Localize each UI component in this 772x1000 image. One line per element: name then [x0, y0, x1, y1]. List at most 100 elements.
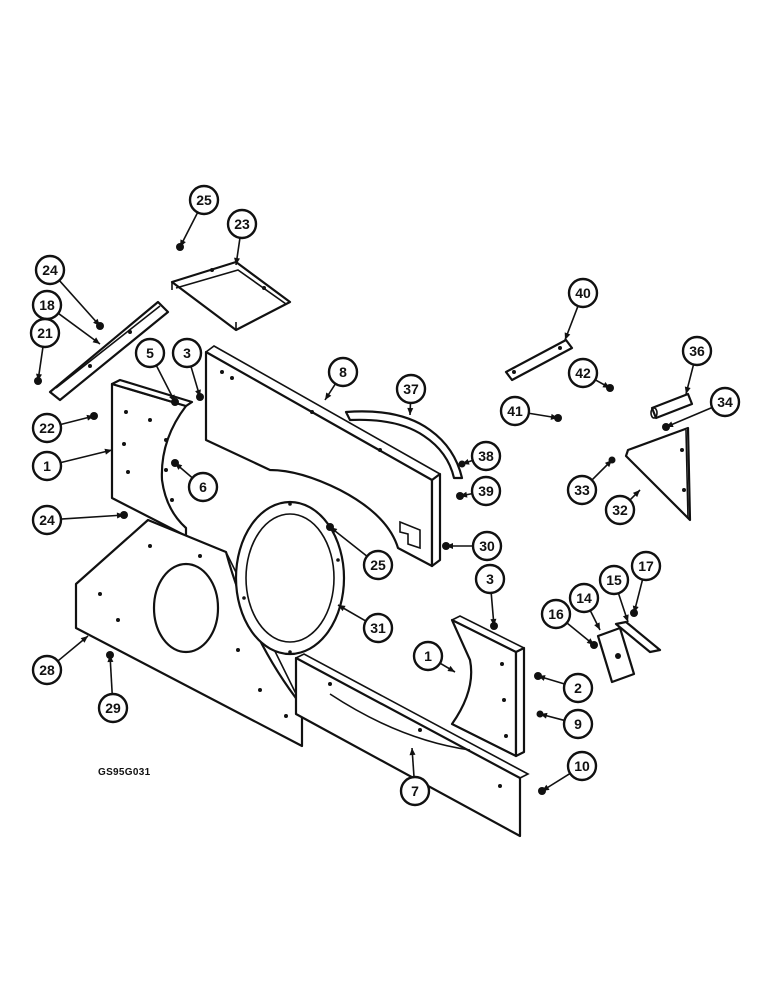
callout-label: 22 — [39, 420, 55, 436]
callout-36: 36 — [681, 335, 713, 395]
callout-arrowhead — [195, 389, 201, 397]
part-rail-7 — [294, 653, 530, 838]
callout-16: 16 — [540, 598, 595, 646]
callout-label: 24 — [42, 262, 58, 278]
callout-label: 6 — [199, 479, 207, 495]
callout-arrowhead — [409, 748, 416, 756]
callout-balloon — [681, 335, 713, 367]
callout-arrowhead — [602, 381, 610, 388]
callout-42: 42 — [567, 357, 611, 389]
callout-31: 31 — [337, 604, 394, 644]
callout-balloon — [470, 440, 502, 472]
callout-balloon — [134, 337, 166, 369]
callout-leader — [665, 406, 713, 428]
callout-balloon — [29, 317, 61, 349]
callout-arrowhead — [462, 458, 470, 465]
callout-arrowhead — [446, 543, 453, 549]
callout-balloon — [499, 395, 531, 427]
callout-arrowhead — [180, 239, 186, 247]
callout-34: 34 — [665, 386, 741, 428]
callout-balloon — [327, 356, 359, 388]
callout-balloon — [395, 373, 427, 405]
callout-label: 3 — [486, 571, 494, 587]
callout-balloon — [171, 337, 203, 369]
callout-arrowhead — [80, 636, 88, 643]
callout-label: 36 — [689, 343, 705, 359]
callout-arrowhead — [325, 392, 332, 400]
callout-30: 30 — [446, 530, 503, 562]
callout-label: 18 — [39, 297, 55, 313]
callout-label: 30 — [479, 538, 495, 554]
callout-3: 3 — [474, 563, 506, 627]
callout-label: 9 — [574, 716, 582, 732]
callout-2: 2 — [537, 672, 594, 704]
callout-balloon — [604, 494, 636, 526]
callout-5: 5 — [134, 337, 176, 403]
callout-balloon — [31, 654, 63, 686]
callout-label: 28 — [39, 662, 55, 678]
callout-label: 34 — [717, 394, 733, 410]
callout-balloon — [412, 640, 444, 672]
callout-arrowhead — [169, 394, 175, 402]
callout-arrowhead — [338, 605, 346, 612]
part-rod-36 — [650, 392, 694, 420]
callout-label: 10 — [574, 758, 590, 774]
callout-arrowhead — [632, 605, 639, 613]
callout-21: 21 — [29, 317, 61, 382]
callout-label: 1 — [424, 648, 432, 664]
callout-arrowhead — [666, 421, 674, 428]
part-plate-14 — [596, 626, 636, 684]
callout-balloon — [31, 504, 63, 536]
callout-label: 29 — [105, 700, 121, 716]
callout-arrowhead — [460, 491, 468, 498]
callout-1: 1 — [412, 640, 456, 673]
part-ring-31 — [234, 500, 346, 656]
part-plate-32 — [624, 426, 692, 522]
callout-label: 41 — [507, 403, 523, 419]
callout-leader — [60, 449, 113, 464]
callout-leader — [60, 514, 125, 520]
callout-25: 25 — [329, 526, 394, 581]
callout-label: 14 — [576, 590, 592, 606]
part-tray-23 — [170, 260, 292, 332]
callout-arrowhead — [36, 373, 42, 381]
callout-37: 37 — [395, 373, 427, 416]
callout-3: 3 — [171, 337, 203, 398]
callout-balloon — [567, 357, 599, 389]
drawing-code: GS95G031 — [98, 767, 151, 778]
callout-10: 10 — [541, 750, 598, 792]
callout-balloon — [362, 549, 394, 581]
callout-8: 8 — [324, 356, 359, 401]
callout-arrowhead — [407, 407, 414, 415]
callout-arrowhead — [116, 512, 124, 519]
callout-arrowhead — [550, 413, 558, 420]
part-brace-18 — [48, 300, 170, 402]
callout-arrowhead — [93, 318, 100, 326]
callout-33: 33 — [566, 459, 613, 506]
callout-label: 37 — [403, 381, 419, 397]
callout-24: 24 — [31, 504, 125, 536]
callout-label: 8 — [339, 364, 347, 380]
callout-39: 39 — [459, 475, 502, 507]
callout-41: 41 — [499, 395, 559, 427]
callout-label: 24 — [39, 512, 55, 528]
callout-15: 15 — [598, 564, 630, 623]
callout-label: 25 — [370, 557, 386, 573]
callout-balloon — [399, 775, 431, 807]
callout-arrowhead — [622, 614, 629, 622]
callout-14: 14 — [568, 582, 601, 631]
callout-arrowhead — [86, 414, 94, 421]
callout-label: 17 — [638, 558, 654, 574]
callout-label: 21 — [37, 325, 53, 341]
callout-balloon — [362, 612, 394, 644]
callout-label: 7 — [411, 783, 419, 799]
part-side-plate-1-lower — [450, 615, 526, 758]
callout-label: 32 — [612, 502, 628, 518]
callout-label: 5 — [146, 345, 154, 361]
callout-38: 38 — [461, 440, 502, 472]
callout-22: 22 — [31, 412, 95, 444]
callout-24: 24 — [34, 254, 101, 327]
callout-balloon — [709, 386, 741, 418]
callout-label: 39 — [478, 483, 494, 499]
